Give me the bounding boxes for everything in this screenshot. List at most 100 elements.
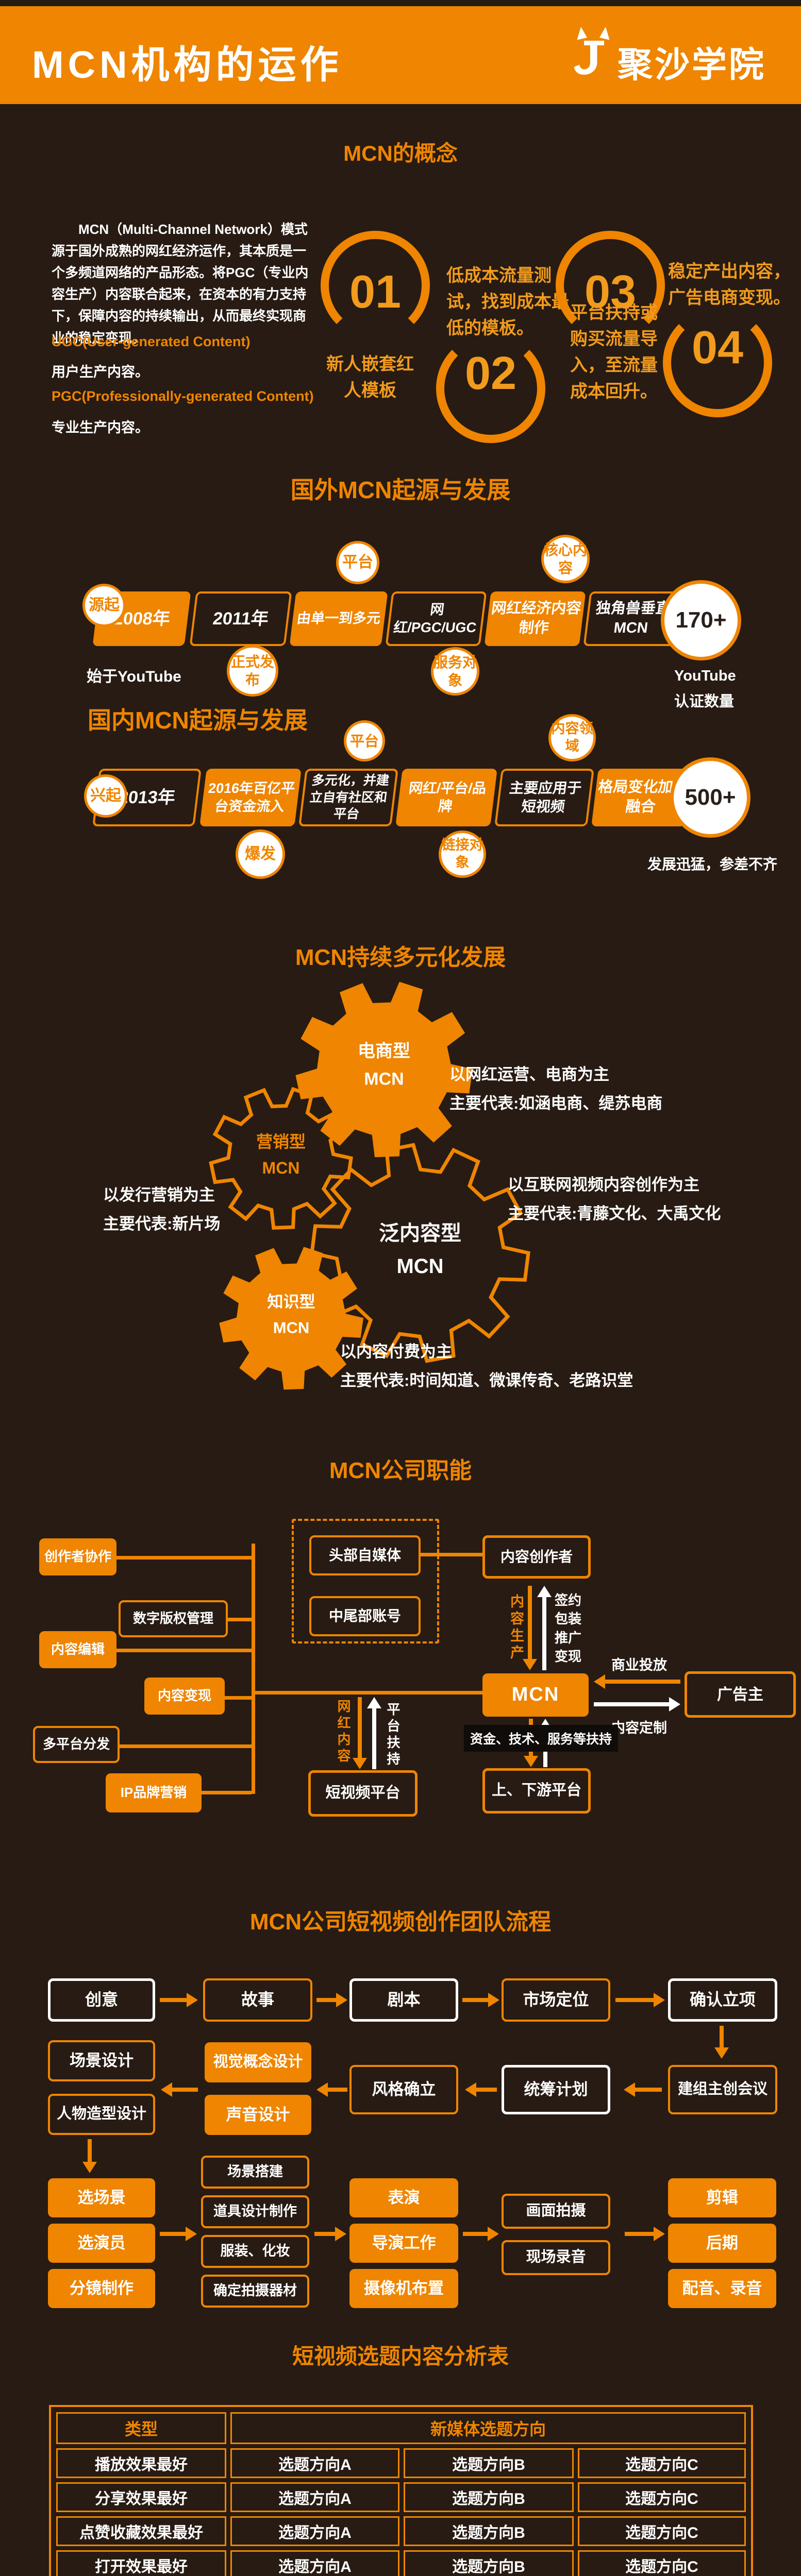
process-box: 摄像机布置 xyxy=(349,2269,458,2308)
gear-label-marketing: 营销型 MCN xyxy=(256,1129,306,1181)
timeline-bubble: 核心内容 xyxy=(541,535,590,583)
gear-desc-ecommerce: 以网红运营、电商为主 主要代表:如涵电商、缇苏电商 xyxy=(449,1060,662,1118)
updown-platform-box: 上、下游平台 xyxy=(482,1768,591,1814)
account-group-dashed-box xyxy=(292,1519,439,1643)
gear-desc-line: 主要代表:时间知道、微课传奇、老路识堂 xyxy=(340,1371,633,1389)
process-box: 风格确立 xyxy=(349,2065,458,2114)
step-text-01: 新人嵌套红人模板 xyxy=(326,354,414,400)
gear-label-bottom: MCN xyxy=(273,1318,310,1336)
connector-spine xyxy=(252,1544,255,1794)
function-box: IP品牌营销 xyxy=(106,1773,202,1812)
abroad-stat-circle: 170+ xyxy=(661,580,741,660)
gear-desc-pancontent: 以互联网视频内容创作为主 主要代表:青藤文化、大禹文化 xyxy=(508,1171,721,1228)
gear-desc-line: 主要代表:青藤文化、大禹文化 xyxy=(508,1204,721,1223)
function-box: 数字版权管理 xyxy=(119,1600,228,1637)
functions-title: MCN公司职能 xyxy=(329,1458,472,1483)
step-number-01: 01 xyxy=(349,266,402,318)
arrow-commercial-placement xyxy=(594,1672,680,1691)
gear-label-top: 营销型 xyxy=(256,1132,306,1151)
step-text-02: 低成本流量测试，找到成本最低的模板。 xyxy=(446,266,569,338)
process-box: 选演员 xyxy=(48,2224,155,2263)
topic-cell: 选题方向C xyxy=(578,2448,746,2478)
gear-label-top: 电商型 xyxy=(358,1041,410,1061)
flow-arrow xyxy=(160,1988,198,2012)
flow-arrow xyxy=(316,1988,347,2012)
connector-stub xyxy=(202,1791,252,1794)
timeline-box: 网红经济内容制作 xyxy=(484,591,586,646)
process-box: 确认立项 xyxy=(668,1978,777,2022)
gear-label-bottom: MCN xyxy=(262,1159,300,1177)
flow-arrow-down xyxy=(710,2026,733,2059)
process-box: 故事 xyxy=(203,1978,312,2022)
content-creator-box: 内容创作者 xyxy=(482,1535,591,1579)
gear-desc-marketing: 以发行营销为主 主要代表:新片场 xyxy=(103,1181,220,1239)
topic-row-type: 点赞收藏效果最好 xyxy=(56,2516,226,2546)
logo-ear-left xyxy=(577,27,587,40)
logo-text: 聚沙学院 xyxy=(618,45,766,84)
process-box: 声音设计 xyxy=(205,2095,311,2135)
logo-ear-right xyxy=(599,27,610,40)
gear-desc-line: 主要代表:新片场 xyxy=(103,1214,221,1233)
label-sign-package: 签约包装推广变现 xyxy=(555,1592,582,1665)
process-box: 道具设计制作 xyxy=(201,2195,309,2228)
process-box: 人物造型设计 xyxy=(48,2094,155,2135)
gear-desc-line: 以互联网视频内容创作为主 xyxy=(508,1176,699,1194)
gear-desc-line: 主要代表:如涵电商、缇苏电商 xyxy=(449,1094,663,1112)
logo-j-glyph xyxy=(574,41,604,75)
topic-row-type: 打开效果最好 xyxy=(56,2550,226,2576)
abroad-stat-note2: 认证数量 xyxy=(674,693,735,710)
timeline-bubble: 爆发 xyxy=(236,829,285,879)
arrow-platform-support xyxy=(367,1697,381,1769)
flow-arrow xyxy=(160,2222,197,2246)
process-title: MCN公司短视频创作团队流程 xyxy=(249,1909,552,1935)
step-arc-04: 04 xyxy=(663,308,772,417)
timeline-box: 主要应用于短视频 xyxy=(494,769,594,826)
timeline-bubble: 平台 xyxy=(336,541,379,584)
abroad-start-note: 始于YouTube xyxy=(87,668,181,685)
process-box: 服装、化妆 xyxy=(201,2235,309,2268)
connector-stub xyxy=(225,1696,252,1700)
process-box: 确定拍摄器材 xyxy=(201,2275,309,2308)
topic-cell: 选题方向B xyxy=(404,2448,574,2478)
timeline-box: 2016年百亿平台资金流入 xyxy=(199,769,302,826)
label-content-customization: 内容定制 xyxy=(611,1720,667,1736)
topic-cell: 选题方向C xyxy=(578,2482,746,2512)
flow-arrow xyxy=(615,1988,665,2012)
topic-col-header: 类型 xyxy=(56,2412,226,2444)
flow-arrow-down xyxy=(78,2139,101,2173)
timeline-box: 多元化，并建立自有社区和平台 xyxy=(298,769,398,826)
label-influencer-content: 网红内容 xyxy=(336,1699,351,1765)
gear-label-bottom: MCN xyxy=(364,1070,404,1089)
process-box: 建组主创会议 xyxy=(668,2065,777,2114)
gear-label-knowledge: 知识型 MCN xyxy=(268,1289,315,1340)
label-funding-support: 资金、技术、服务等扶持 xyxy=(464,1725,619,1752)
timeline-bubble: 源起 xyxy=(82,584,126,627)
step-number-03: 03 xyxy=(584,266,637,318)
process-box: 分镜制作 xyxy=(48,2269,155,2308)
step-number-02: 02 xyxy=(464,348,517,399)
topic-cell: 选题方向B xyxy=(404,2482,574,2512)
gear-desc-line: 以网红运营、电商为主 xyxy=(449,1065,609,1083)
timeline-box: 2011年 xyxy=(189,591,292,646)
label-content-production: 内容生产 xyxy=(508,1594,524,1662)
topic-cell: 选题方向A xyxy=(230,2448,399,2478)
topic-row-type: 分享效果最好 xyxy=(56,2482,226,2512)
arrow-influencer-content xyxy=(353,1697,367,1769)
flow-arrow xyxy=(161,2077,198,2102)
ugc-desc: 用户生产内容。 xyxy=(52,364,149,380)
pgc-label: PGC(Professionally-generated Content) xyxy=(52,388,314,404)
process-box: 视觉概念设计 xyxy=(205,2042,311,2082)
arrow-sign-package xyxy=(537,1586,552,1670)
connector-stub xyxy=(120,1744,252,1748)
label-commercial-placement: 商业投放 xyxy=(611,1657,667,1673)
timeline-bubble: 内容领域 xyxy=(548,714,596,761)
timeline-bubble: 服务对象 xyxy=(431,647,479,696)
flow-arrow xyxy=(314,2222,346,2246)
process-box: 现场录音 xyxy=(502,2240,610,2275)
process-box: 创意 xyxy=(48,1978,155,2022)
ugc-label: UGC(User-generated Content) xyxy=(52,334,251,349)
process-box: 导演工作 xyxy=(349,2224,458,2263)
jusha-logo-icon xyxy=(573,25,613,81)
connector-creator xyxy=(420,1553,482,1556)
timeline-box: 网红/平台/品牌 xyxy=(395,769,497,826)
